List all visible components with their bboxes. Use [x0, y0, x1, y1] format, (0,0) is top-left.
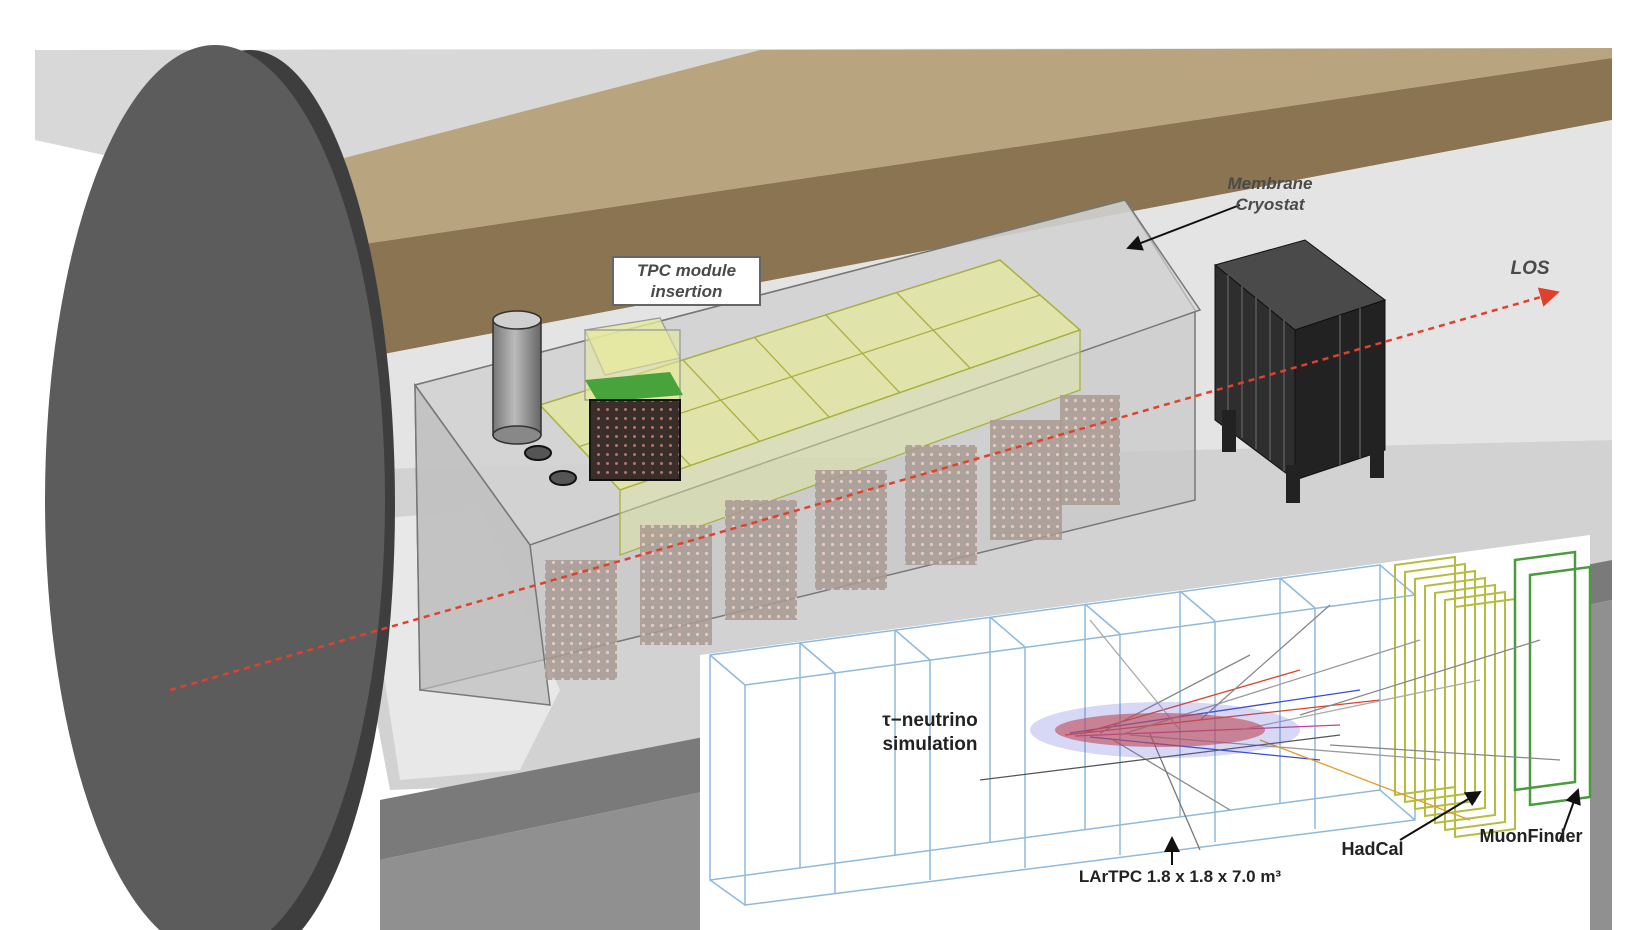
- tpc-cell-7: [1060, 395, 1120, 505]
- port-2: [549, 470, 577, 486]
- cryostat-end: [414, 382, 551, 706]
- cylinder-body: [492, 319, 542, 436]
- cavern-lower-wall: [270, 58, 1612, 370]
- tau-neutrino-simulation-label: τ−neutrino simulation: [855, 709, 1005, 757]
- muonfinder-label: MuonFinder: [1479, 826, 1583, 846]
- hadcal-pointer-arrow: [1399, 790, 1482, 841]
- event-shower-core: [1055, 713, 1265, 747]
- block-leg-3: [1370, 440, 1384, 478]
- block-plates: [1227, 275, 1361, 471]
- tpc-module-insertion-label-line2: insertion: [650, 282, 723, 301]
- event-shower-halo: [1030, 702, 1300, 758]
- tpc-cell-2: [640, 525, 712, 645]
- hadcal-label: HadCal: [1341, 839, 1404, 859]
- simulation-inset: [700, 535, 1592, 930]
- tpc-module-insertion-label: TPC module insertion: [612, 256, 761, 306]
- lartpc-label: LArTPC 1.8 x 1.8 x 7.0 m³: [1078, 867, 1282, 886]
- tpc-front-layer: [619, 329, 1081, 556]
- service-cylinder: [492, 310, 542, 445]
- block-leg-1: [1222, 410, 1236, 452]
- simulation-label: simulation: [882, 734, 978, 755]
- cylinder-bottom: [492, 425, 542, 445]
- port-1: [524, 445, 552, 461]
- tpc-cell-6: [990, 420, 1062, 540]
- tpc-cell-4: [815, 470, 887, 590]
- membrane-cryostat-label-line1: Membrane: [1227, 174, 1313, 193]
- los-label: LOS: [1510, 258, 1550, 279]
- membrane-cryostat-label-line2: Cryostat: [1235, 195, 1305, 214]
- disk-face: [45, 45, 385, 930]
- cavern-ceiling: [35, 48, 1612, 185]
- membrane-cryostat-label: Membrane Cryostat: [1205, 173, 1335, 215]
- external-calorimeter-block: [1213, 239, 1387, 503]
- tpc-cell-1: [545, 560, 617, 680]
- los-beam-line: [169, 287, 1560, 692]
- cryostat-pointer-arrow: [1126, 204, 1241, 251]
- cavern-upper-wall: [240, 48, 1612, 258]
- tpc-module-insertion-label-line1: TPC module: [636, 261, 737, 280]
- tpc-cell-3: [725, 500, 797, 620]
- muonfinder-planes: [1513, 550, 1592, 807]
- end-disk: [45, 45, 395, 930]
- inserted-module-body: [589, 399, 681, 481]
- cylinder-top: [492, 310, 542, 330]
- port-fittings: [524, 445, 577, 486]
- block-leg-2: [1286, 465, 1300, 503]
- inserted-module-lid: [585, 372, 683, 402]
- muonfinder-pointer-arrow: [1559, 788, 1581, 841]
- tpc-insertion-module: [584, 317, 683, 481]
- tau-neutrino-label: τ−neutrino: [882, 710, 978, 731]
- tpc-cell-5: [905, 445, 977, 565]
